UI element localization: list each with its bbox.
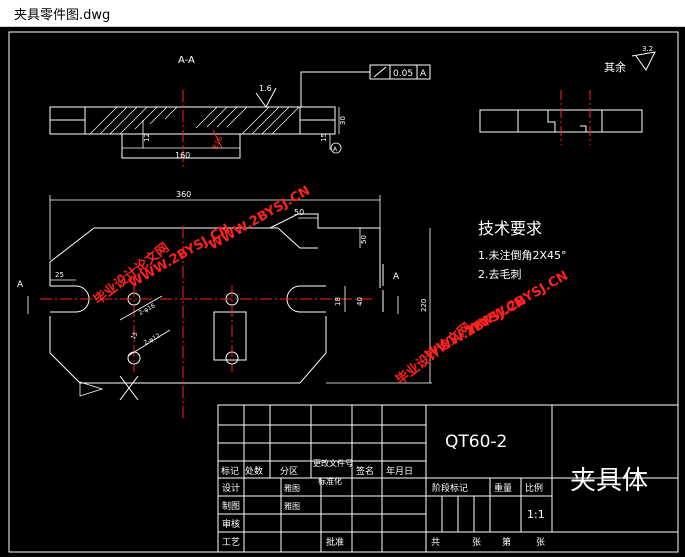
remaining-roughness-symbol <box>631 51 656 71</box>
remaining-roughness-value: 3.2 <box>642 45 653 53</box>
dim-160: 160 <box>175 151 190 160</box>
tech-req-line1: 1.未注倒角2X45° <box>478 248 567 262</box>
label-bili: 比例 <box>525 482 543 494</box>
label-jieduan: 阶段标记 <box>432 482 468 494</box>
tolerance-value: 0.05 <box>393 69 413 79</box>
dim-40: 40 <box>356 297 364 306</box>
section-mark-right: A <box>393 272 400 282</box>
label-chushu: 处数 <box>245 465 263 477</box>
material: QT60-2 <box>445 432 507 452</box>
part-name: 夹具体 <box>570 466 648 496</box>
title-block <box>217 404 679 553</box>
title-block-labels: 标记 处数 分区 更改文件号 签名 年月日 设计 雅图 标准化 制图 雅图 审核… <box>221 458 545 548</box>
label-gongyi: 工艺 <box>222 537 240 548</box>
label-nianyueri: 年月日 <box>386 465 413 477</box>
label-cutu2: 雅图 <box>284 501 300 511</box>
label-fenqu: 分区 <box>280 466 298 477</box>
watermark-url-4: WWW.2BYSJ.CN <box>423 293 529 363</box>
section-dims <box>122 107 342 154</box>
dim-50-top: 50 <box>294 208 304 217</box>
label-cutu1: 雅图 <box>284 483 300 493</box>
label-zhitu: 制图 <box>222 500 240 512</box>
dim-220: 220 <box>420 299 428 312</box>
label-scale: 1:1 <box>527 508 545 521</box>
datum-circle-label: A <box>333 146 338 153</box>
tech-req-title: 技术要求 <box>478 219 542 238</box>
dim-30: 30 <box>339 116 347 125</box>
dim-25: 25 <box>55 271 64 279</box>
window-title: 夹具零件图.dwg <box>14 8 111 23</box>
dim-hole-12: 2-φ12 <box>143 332 162 347</box>
plan-centerlines <box>40 226 375 420</box>
label-gong: 共 <box>431 537 440 548</box>
section-label: A-A <box>178 55 195 66</box>
label-shenhe: 审核 <box>222 518 240 530</box>
window-titlebar: 夹具零件图.dwg <box>0 0 685 27</box>
label-pizhun: 批准 <box>326 536 344 548</box>
remaining-roughness-text: 其余 <box>604 60 626 74</box>
cursor-x-icon <box>119 375 139 401</box>
dim-depth-15: 15 <box>130 331 140 341</box>
label-zhongliang: 重量 <box>494 482 512 494</box>
label-gengai: 更改文件号 <box>313 458 353 468</box>
watermark-url-1: WWW.2BYSJ.CN <box>207 183 313 253</box>
dim-18: 18 <box>334 297 342 306</box>
roughness-value: 1.6 <box>259 84 272 93</box>
dim-r16: R16 <box>211 135 225 151</box>
watermarks: WWW.2BYSJ.CN 毕业设计论文网 WWW.2BYSJ.CN WWW.2B… <box>91 183 571 388</box>
label-zhang1: 张 <box>472 537 481 548</box>
tolerance-datum: A <box>420 69 427 79</box>
label-sheji: 设计 <box>222 482 240 494</box>
section-view <box>49 106 336 159</box>
tolerance-frame <box>300 64 431 107</box>
tech-req-line2: 2.去毛刺 <box>478 268 522 281</box>
section-mark-left: A <box>17 280 24 290</box>
label-zhang2: 张 <box>536 537 545 548</box>
label-biaoji: 标记 <box>221 465 239 477</box>
label-di: 第 <box>502 536 511 548</box>
dim-15: 15 <box>320 133 328 142</box>
label-biaozhunhua: 标准化 <box>318 476 342 486</box>
hatching <box>89 106 300 135</box>
plan-dims <box>27 195 432 397</box>
dim-360: 360 <box>176 190 191 199</box>
dim-50-side: 50 <box>360 235 368 244</box>
dim-12: 12 <box>143 133 151 142</box>
drawing-canvas[interactable]: A-A R16 1.6 0.05 A 160 <box>0 27 685 557</box>
label-qianming: 签名 <box>356 465 374 477</box>
roughness-symbol <box>255 87 277 108</box>
